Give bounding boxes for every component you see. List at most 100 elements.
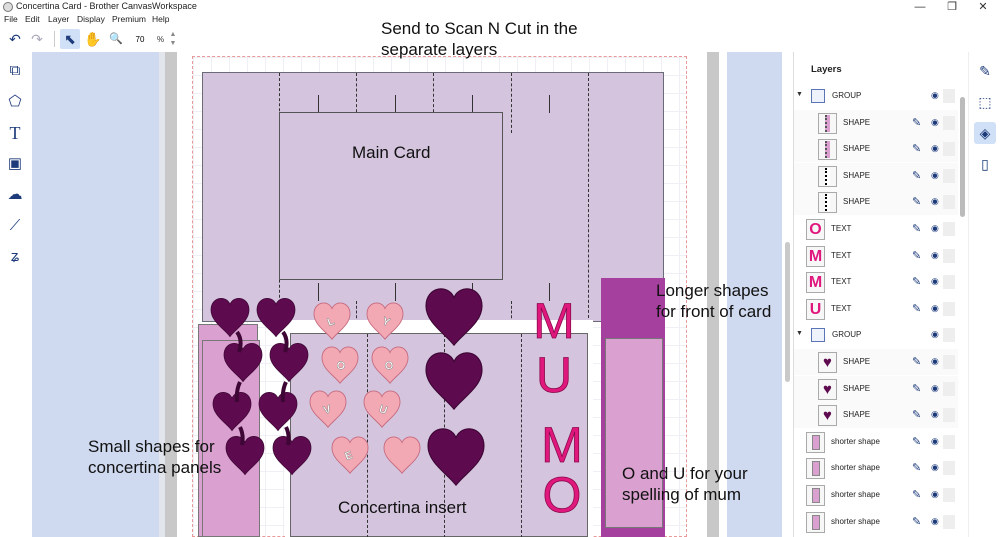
visibility-eye-icon[interactable]: ◉	[931, 382, 939, 393]
lock-toggle[interactable]	[943, 355, 955, 369]
small-hearts-column-1[interactable]	[210, 297, 265, 476]
object-edit-icon[interactable]: ⧉	[9, 62, 21, 79]
line-icon[interactable]: ⟋	[9, 217, 21, 234]
edit-pen-icon[interactable]: ✎	[912, 356, 922, 368]
edit-pen-icon[interactable]: ✎	[912, 249, 922, 262]
edit-pen-icon[interactable]: ✎	[912, 489, 922, 501]
lock-toggle[interactable]	[943, 328, 955, 343]
longer-panel-shape[interactable]	[605, 338, 663, 528]
layer-row[interactable]: shorter shape✎◉	[794, 455, 958, 481]
layer-group-row[interactable]: ▼GROUP◉	[794, 322, 958, 349]
layer-row[interactable]: ♥SHAPE✎◉	[794, 402, 958, 429]
edit-pen-icon[interactable]: ✎	[912, 515, 922, 528]
visibility-eye-icon[interactable]: ◉	[931, 302, 939, 313]
chevron-down-icon[interactable]: ▼	[796, 91, 803, 98]
layers-scrollbar-thumb[interactable]	[960, 97, 965, 217]
layer-row[interactable]: SHAPE✎◉	[794, 136, 958, 163]
lock-toggle[interactable]	[943, 195, 955, 210]
mum-letter[interactable]: M	[541, 417, 583, 474]
lock-toggle[interactable]	[943, 301, 955, 316]
visibility-eye-icon[interactable]: ◉	[931, 409, 939, 420]
layer-row[interactable]: ♥SHAPE✎◉	[794, 349, 958, 375]
edit-pen-icon[interactable]: ✎	[912, 302, 922, 315]
small-hearts-column-2[interactable]	[256, 297, 312, 476]
visibility-eye-icon[interactable]: ◉	[931, 356, 939, 366]
lock-toggle[interactable]	[943, 248, 955, 263]
layers-icon[interactable]: ◈	[974, 122, 996, 144]
edit-pen-icon[interactable]: ✎	[912, 462, 922, 475]
main-card-center-panel[interactable]	[279, 112, 503, 280]
lock-toggle[interactable]	[943, 142, 955, 157]
menu-file[interactable]: File	[4, 14, 18, 24]
shapes-icon[interactable]: ⬠	[8, 93, 22, 110]
mum-letter[interactable]: M	[533, 293, 575, 350]
lock-toggle[interactable]	[943, 222, 955, 236]
layer-row[interactable]: shorter shape✎◉	[794, 482, 958, 508]
large-hearts-column[interactable]	[425, 288, 485, 486]
you-hearts-column[interactable]	[363, 302, 421, 474]
visibility-eye-icon[interactable]: ◉	[931, 515, 939, 526]
edit-pen-icon[interactable]: ✎	[912, 435, 922, 448]
chevron-down-icon[interactable]: ▼	[796, 330, 803, 338]
pattern-icon[interactable]: ☁	[7, 186, 23, 203]
layer-row[interactable]: ♥SHAPE✎◉	[794, 375, 958, 402]
edit-pen-icon[interactable]: ✎	[912, 196, 922, 209]
brush-icon[interactable]: ✎	[979, 63, 991, 79]
lock-toggle[interactable]	[943, 275, 955, 290]
layer-row[interactable]: SHAPE✎◉	[794, 109, 958, 136]
lock-toggle[interactable]	[943, 514, 955, 529]
visibility-eye-icon[interactable]: ◉	[931, 223, 939, 233]
edit-pen-icon[interactable]: ✎	[912, 169, 922, 182]
edit-pen-icon[interactable]: ✎	[912, 409, 922, 422]
lock-toggle[interactable]	[943, 488, 955, 502]
edit-pen-icon[interactable]: ✎	[912, 116, 922, 129]
document-icon[interactable]: ▯	[981, 156, 989, 172]
menu-premium[interactable]: Premium	[112, 14, 147, 24]
lock-toggle[interactable]	[943, 434, 955, 449]
layers-scrollbar[interactable]	[960, 97, 966, 532]
canvas-scrollbar-thumb[interactable]	[785, 242, 790, 382]
pan-tool-icon[interactable]: ✋	[84, 31, 102, 47]
layer-row[interactable]: shorter shape✎◉	[794, 509, 958, 535]
lock-toggle[interactable]	[943, 408, 955, 423]
zoom-input[interactable]	[128, 32, 152, 46]
menu-layer[interactable]: Layer	[48, 14, 70, 24]
layer-row[interactable]: SHAPE✎◉	[794, 189, 958, 216]
canvas-scrollbar[interactable]	[782, 52, 793, 537]
maximize-button[interactable]: ❐	[947, 1, 957, 13]
text-icon[interactable]: T	[9, 123, 21, 143]
visibility-eye-icon[interactable]: ◉	[931, 329, 939, 340]
menu-edit[interactable]: Edit	[25, 14, 40, 24]
zoom-icon[interactable]: 🔍	[109, 33, 123, 45]
visibility-eye-icon[interactable]: ◉	[931, 116, 939, 127]
visibility-eye-icon[interactable]: ◉	[931, 90, 939, 100]
zoom-stepper[interactable]: ▲▼	[169, 31, 177, 47]
select-tool-icon[interactable]: ⬉	[60, 29, 80, 49]
menu-display[interactable]: Display	[77, 14, 105, 24]
layer-row[interactable]: shorter shape✎◉	[794, 429, 958, 455]
lock-toggle[interactable]	[943, 168, 955, 183]
visibility-eye-icon[interactable]: ◉	[931, 435, 939, 446]
close-button[interactable]: ✕	[978, 1, 988, 13]
edit-pen-icon[interactable]: ✎	[912, 382, 922, 395]
pen-icon[interactable]: ʑ	[10, 248, 20, 265]
mum-letter[interactable]: O	[542, 467, 582, 524]
edit-pen-icon[interactable]: ✎	[912, 276, 922, 289]
love-hearts-column[interactable]	[309, 302, 369, 474]
design-canvas[interactable]: L O V E Y O U M U M O Main Card Longer s…	[32, 52, 782, 537]
image-trace-icon[interactable]: ▣	[7, 155, 23, 172]
mum-letter[interactable]: U	[536, 347, 573, 404]
minimize-button[interactable]: —	[914, 1, 926, 13]
visibility-eye-icon[interactable]: ◉	[931, 169, 939, 180]
undo-icon[interactable]: ↶	[9, 31, 21, 47]
visibility-eye-icon[interactable]: ◉	[931, 489, 939, 499]
menu-help[interactable]: Help	[152, 14, 170, 24]
visibility-eye-icon[interactable]: ◉	[931, 462, 939, 473]
visibility-eye-icon[interactable]: ◉	[931, 196, 939, 207]
edit-pen-icon[interactable]: ✎	[912, 223, 922, 235]
layer-row[interactable]: SHAPE✎◉	[794, 162, 958, 189]
